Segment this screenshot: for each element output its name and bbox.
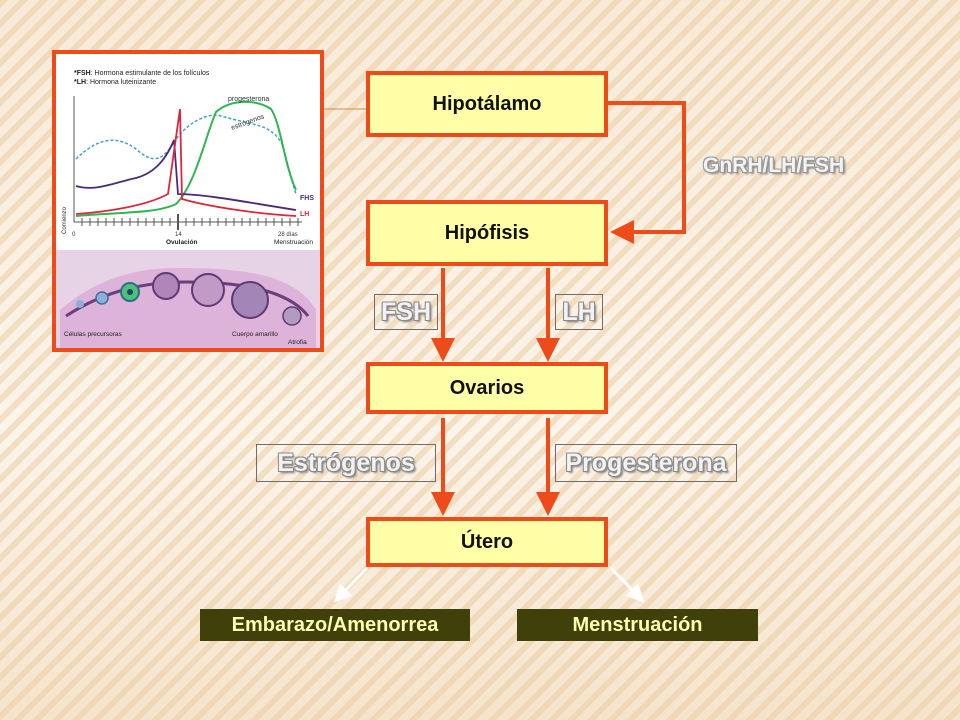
follicle-2 (95, 291, 109, 305)
follicle-1 (76, 300, 84, 308)
pituitary-box: Hipófisis (366, 200, 608, 266)
x-axis-ticks (81, 214, 299, 230)
pituitary-label: Hipófisis (444, 221, 530, 244)
label-progesterona: progesterona (228, 96, 269, 103)
lh-curve (75, 108, 297, 217)
ovaries-label: Ovarios (449, 376, 525, 399)
label-cuerpo: Cuerpo amarillo (232, 331, 278, 338)
lh-label: LH (555, 294, 603, 330)
label-lh: LH (300, 211, 309, 218)
label-ovulacion: Ovulación (166, 239, 197, 246)
y-axis-label: Comienzo (62, 206, 68, 234)
fhs-curve (75, 139, 297, 211)
feedback-arrow (608, 101, 686, 244)
feedback-label: GnRH/LH/FSH (703, 154, 845, 177)
estrogenos-curve (75, 114, 297, 195)
label-fhs: FHS (300, 195, 314, 202)
fsh-label: FSH (374, 294, 438, 330)
label-atrofia: Atrofia (288, 339, 307, 346)
x-tick-end: 28 días (278, 232, 298, 238)
hypothalamus-box: Hipotálamo (366, 71, 608, 137)
uterus-box: Útero (366, 517, 608, 567)
label-celulas: Células precursoras (64, 331, 123, 338)
x-tick-start: 0 (72, 232, 76, 238)
menstruacion-arrow (609, 566, 645, 603)
uterus-label: Útero (460, 530, 514, 553)
estrogenos-label: Estrógenos (256, 444, 436, 482)
ovarian-cycle-svg: *FSH: Hormona estimulante de los folícul… (56, 54, 320, 348)
atrophy-body (282, 306, 302, 326)
ovarian-cycle-figure: *FSH: Hormona estimulante de los folícul… (52, 50, 324, 352)
progesterona-label: Progesterona (555, 444, 737, 482)
legend-lh: *LH: Hormona luteinizante (74, 79, 156, 86)
follicle-4 (152, 272, 180, 300)
progesterona-curve (75, 100, 297, 217)
corpus-luteum (231, 281, 269, 319)
menstruacion-outcome: Menstruación (517, 609, 758, 641)
follicle-5 (191, 273, 225, 307)
ovaries-box: Ovarios (366, 362, 608, 414)
label-menstruacion: Menstruación (274, 239, 313, 246)
legend-fsh: *FSH: Hormona estimulante de los folícul… (74, 70, 210, 77)
embarazo-outcome: Embarazo/Amenorrea (200, 609, 470, 641)
x-tick-mid: 14 (175, 232, 182, 238)
hypothalamus-label: Hipotálamo (432, 92, 542, 115)
embarazo-arrow (333, 566, 369, 603)
